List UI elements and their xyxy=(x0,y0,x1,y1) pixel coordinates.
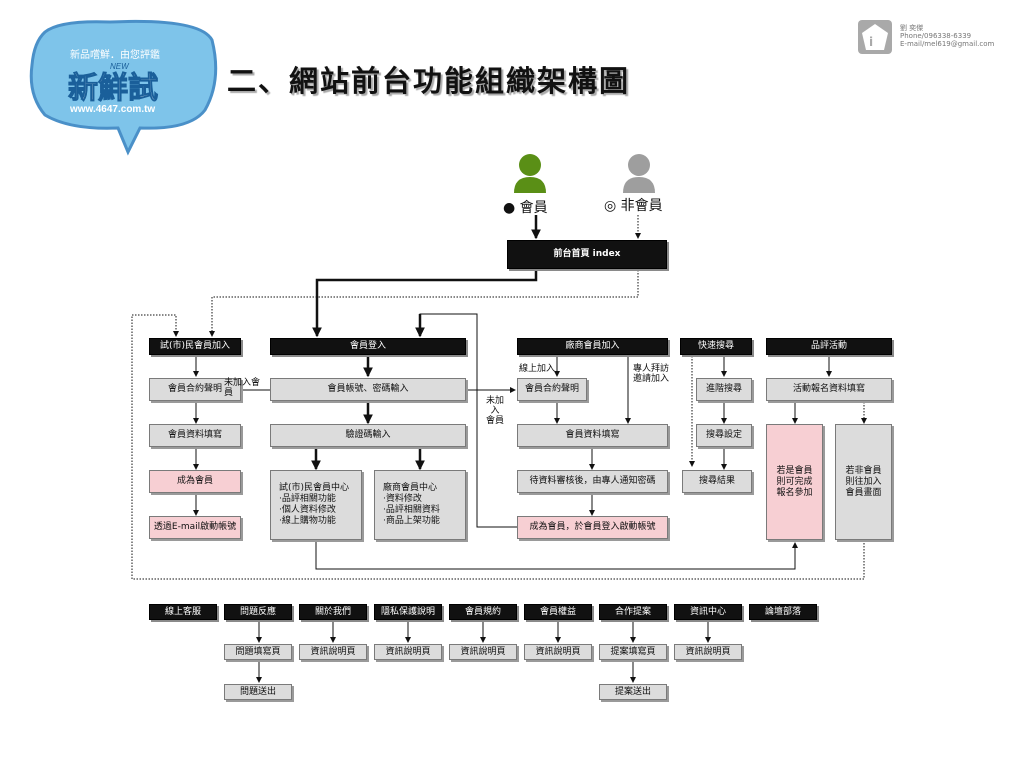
member-login-header: 會員登入 xyxy=(270,338,466,355)
footer-info-page-rights: 資訊說明頁 xyxy=(524,644,592,660)
trial-activate-box: 透過E-mail啟動帳號 xyxy=(149,516,241,539)
footer-item-info-center: 資訊中心 xyxy=(674,604,742,620)
not-joined-left-label: 未加入會 員 xyxy=(224,378,261,398)
footer-item-feedback: 問題反應 xyxy=(224,604,292,620)
footer-question-form: 問題填寫頁 xyxy=(224,644,292,660)
vendor-center-lines: ‧資料修改 ‧品評相關資料 ‧商品上架功能 xyxy=(383,494,440,526)
page-title: 二、網站前台功能組織架構圖 xyxy=(227,64,631,98)
footer-question-submit: 問題送出 xyxy=(224,684,292,700)
vendor-member-box: 成為會員，於會員登入啟動帳號 xyxy=(517,516,668,539)
quick-search-header: 快速搜尋 xyxy=(680,338,752,355)
footer-info-page-center: 資訊說明頁 xyxy=(674,644,742,660)
vendor-member-center-box: 廠商會員中心 ‧資料修改 ‧品評相關資料 ‧商品上架功能 xyxy=(374,470,466,540)
contact-phone: Phone/096338-6339 xyxy=(900,32,972,40)
contact-name: 劉 奕傑 xyxy=(900,24,924,32)
footer-info-page-privacy: 資訊說明頁 xyxy=(374,644,442,660)
vendor-info-box: 會員資料填寫 xyxy=(517,424,668,447)
footer-info-page-about: 資訊說明頁 xyxy=(299,644,367,660)
trial-center-lines: ‧品評相關功能 ‧個人資料修改 ‧線上購物功能 xyxy=(279,494,336,526)
search-results-box: 搜尋結果 xyxy=(682,470,752,493)
visit-join-label: 專人拜訪 邀請加入 xyxy=(633,364,670,384)
footer-proposal-form: 提案填寫頁 xyxy=(599,644,667,660)
online-join-label: 線上加入 xyxy=(519,364,556,374)
trial-center-title: 試(市)民會員中心 xyxy=(279,483,350,493)
trial-member-center-box: 試(市)民會員中心 ‧品評相關功能 ‧個人資料修改 ‧線上購物功能 xyxy=(270,470,362,540)
index-page-box: 前台首頁 index xyxy=(507,240,667,269)
member-label: ● 會員 xyxy=(503,200,548,216)
contact-info: 劉 奕傑 Phone/096338-6339 E-mail/mel619@gma… xyxy=(900,24,994,48)
trial-info-box: 會員資料填寫 xyxy=(149,424,241,447)
footer-item-about: 關於我們 xyxy=(299,604,367,620)
nonmember-label: ◎ 非會員 xyxy=(604,198,663,214)
footer-item-privacy: 隱私保護說明 xyxy=(374,604,442,620)
trial-join-header: 試(市)民會員加入 xyxy=(149,338,241,355)
not-joined-mid-label: 未加 入 會員 xyxy=(486,396,505,426)
vendor-join-header: 廠商會員加入 xyxy=(517,338,668,355)
vendor-center-title: 廠商會員中心 xyxy=(383,483,438,493)
search-settings-box: 搜尋設定 xyxy=(696,424,752,447)
vendor-review-box: 待資料審核後，由專人通知密碼 xyxy=(517,470,668,493)
footer-item-forum: 論壇部落 xyxy=(749,604,817,620)
footer-item-support: 線上客服 xyxy=(149,604,217,620)
trial-member-box: 成為會員 xyxy=(149,470,241,493)
review-member-box: 若是會員 則可完成 報名參加 xyxy=(766,424,823,540)
footer-proposal-submit: 提案送出 xyxy=(599,684,667,700)
advanced-search-box: 進階搜尋 xyxy=(696,378,752,401)
review-activity-header: 品評活動 xyxy=(766,338,892,355)
trial-contract-box: 會員合約聲明 xyxy=(149,378,241,401)
footer-info-page-terms: 資訊說明頁 xyxy=(449,644,517,660)
login-captcha-box: 驗證碼輸入 xyxy=(270,424,466,447)
review-signup-box: 活動報名資料填寫 xyxy=(766,378,892,401)
contact-email: E-mail/mel619@gmail.com xyxy=(900,40,995,48)
login-password-box: 會員帳號、密碼輸入 xyxy=(270,378,466,401)
footer-item-terms: 會員規約 xyxy=(449,604,517,620)
vendor-contract-box: 會員合約聲明 xyxy=(517,378,587,401)
footer-item-rights: 會員權益 xyxy=(524,604,592,620)
review-nonmember-box: 若非會員 則往加入 會員畫面 xyxy=(835,424,892,540)
footer-item-proposal: 合作提案 xyxy=(599,604,667,620)
